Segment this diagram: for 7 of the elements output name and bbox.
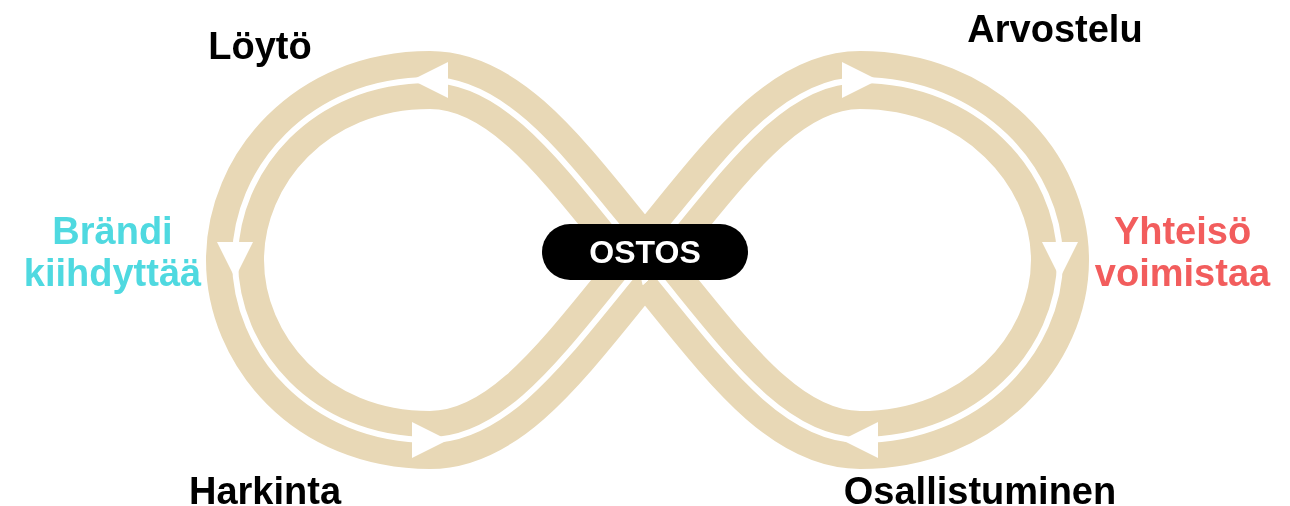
- driver-label: Brändi kiihdyttää: [22, 210, 203, 294]
- stage-label: Harkinta: [187, 470, 343, 506]
- center-pill: OSTOS: [542, 224, 748, 280]
- stage-label: Arvostelu: [966, 8, 1144, 50]
- stage-label: Osallistuminen: [842, 470, 1118, 506]
- stage-label: Löytö: [207, 25, 313, 67]
- driver-label: Yhteisö voimistaa: [1093, 210, 1272, 294]
